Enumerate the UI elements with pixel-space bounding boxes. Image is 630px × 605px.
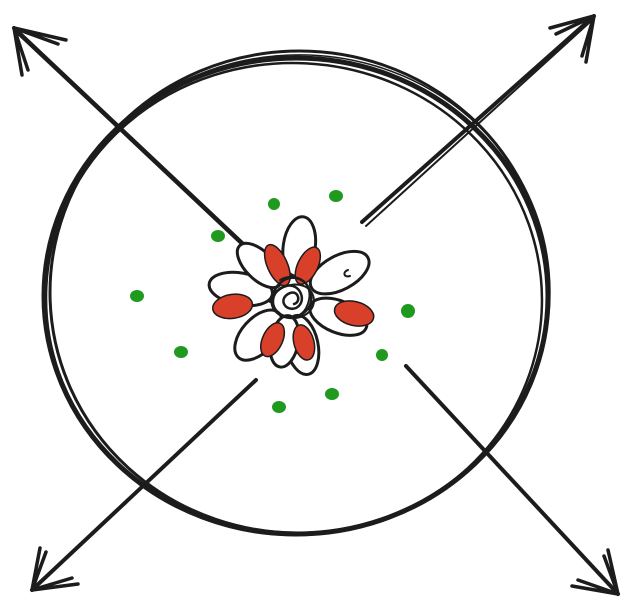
arrow-bottom-right <box>406 366 618 594</box>
dot-icon <box>325 388 339 400</box>
arrow-top-right <box>362 16 594 226</box>
dot-icon <box>376 349 388 361</box>
dot-icon <box>174 346 188 358</box>
arrow-bottom-left <box>32 380 256 590</box>
dot-icon <box>329 190 343 202</box>
dot-icon <box>211 230 225 242</box>
flower-icon <box>206 215 376 378</box>
dot-icon <box>130 290 144 302</box>
dot-icon <box>272 401 286 413</box>
dot-icon <box>268 198 280 210</box>
dot-icon <box>401 304 415 318</box>
